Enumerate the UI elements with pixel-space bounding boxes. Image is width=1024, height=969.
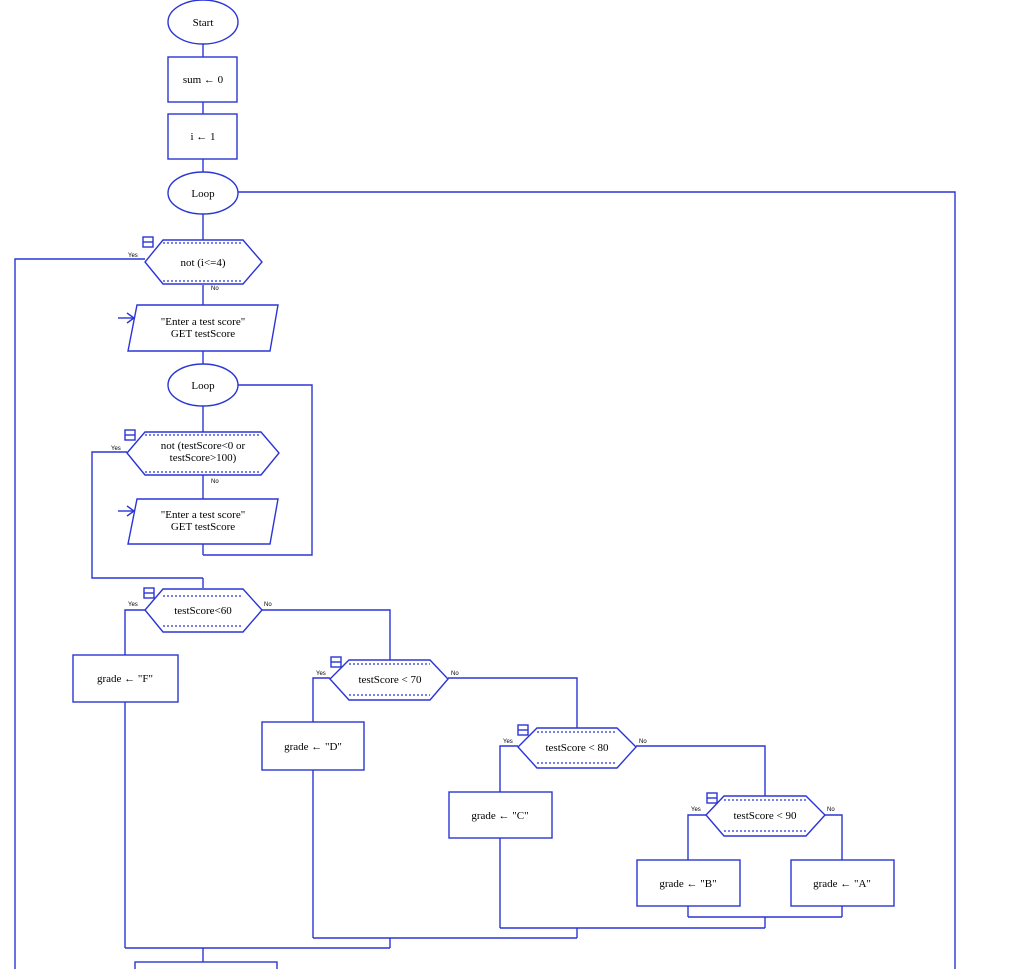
start-terminal: Start	[167, 0, 239, 45]
grade-f-box: grade ← "F"	[72, 654, 179, 703]
connectors	[14, 44, 956, 969]
cond90-yes-label: Yes	[691, 807, 701, 813]
decision-score-90: testScore < 90 Yes No	[691, 792, 835, 837]
cond70-no-label: No	[451, 671, 459, 677]
start-label: Start	[193, 17, 214, 29]
cond60-no-label: No	[264, 602, 272, 608]
inner-yes-label: Yes	[111, 446, 121, 452]
next-process-box-partial	[134, 961, 278, 969]
i-init-label: i ← 1	[190, 131, 215, 143]
i-init-box: i ← 1	[167, 113, 238, 160]
cond80-no-label: No	[639, 739, 647, 745]
cond80-yes-label: Yes	[503, 739, 513, 745]
decision-score-80: testScore < 80 Yes No	[503, 724, 647, 769]
grade-d-box: grade ← "D"	[261, 721, 365, 771]
sum-init-label: sum ← 0	[183, 74, 224, 86]
inner-condition-line1: not (testScore<0 or	[161, 440, 246, 452]
cond70-yes-label: Yes	[316, 671, 326, 677]
input-testscore-1: "Enter a test score" GET testScore	[127, 304, 279, 352]
grade-c-box: grade ← "C"	[448, 791, 553, 839]
inner-loop-label: Loop	[191, 380, 215, 392]
grade-a-label: grade ← "A"	[813, 878, 871, 890]
grade-d-label: grade ← "D"	[284, 741, 342, 753]
input1-prompt: "Enter a test score"	[161, 316, 245, 328]
inner-loop-condition: not (testScore<0 or testScore>100) Yes N…	[111, 429, 280, 485]
cond90-no-label: No	[827, 807, 835, 813]
inner-condition-line2: testScore>100)	[170, 452, 237, 464]
grade-f-label: grade ← "F"	[97, 673, 153, 685]
inner-no-label: No	[211, 479, 219, 485]
grade-b-label: grade ← "B"	[659, 878, 716, 890]
decision-score-60: testScore<60 Yes No	[128, 587, 272, 633]
input1-get: GET testScore	[171, 328, 235, 340]
input2-get: GET testScore	[171, 521, 235, 533]
outer-no-label: No	[211, 286, 219, 292]
grade-a-box: grade ← "A"	[790, 859, 895, 907]
cond70-label: testScore < 70	[358, 674, 422, 686]
cond60-yes-label: Yes	[128, 602, 138, 608]
input-testscore-2: "Enter a test score" GET testScore	[127, 498, 279, 545]
grade-b-box: grade ← "B"	[636, 859, 741, 907]
outer-loop-label: Loop	[191, 188, 215, 200]
inner-loop-node: Loop	[167, 363, 239, 407]
sum-init-box: sum ← 0	[167, 56, 238, 103]
outer-loop-condition: not (i<=4) Yes No	[128, 236, 263, 292]
outer-loop-node: Loop	[167, 171, 239, 215]
grade-c-label: grade ← "C"	[471, 810, 528, 822]
input2-prompt: "Enter a test score"	[161, 509, 245, 521]
outer-condition-label: not (i<=4)	[180, 257, 225, 269]
cond80-label: testScore < 80	[545, 742, 609, 754]
outer-yes-label: Yes	[128, 253, 138, 259]
cond90-label: testScore < 90	[733, 810, 797, 822]
cond60-label: testScore<60	[174, 605, 232, 617]
decision-score-70: testScore < 70 Yes No	[316, 656, 459, 701]
